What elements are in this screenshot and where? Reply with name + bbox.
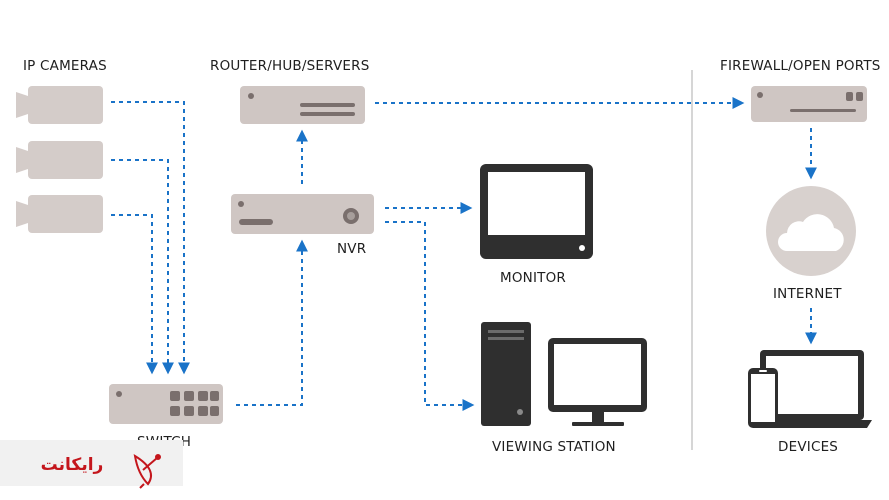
phone-icon — [748, 368, 778, 428]
monitor-device — [480, 164, 593, 259]
router-device — [240, 86, 365, 124]
ip-camera-2 — [16, 141, 103, 179]
label-ip-cameras: IP CAMERAS — [23, 58, 107, 74]
label-viewing-station: VIEWING STATION — [492, 439, 616, 455]
viewing-station-monitor — [548, 338, 647, 426]
label-devices: DEVICES — [778, 439, 838, 455]
label-firewall: FIREWALL/OPEN PORTS — [720, 58, 881, 74]
label-monitor: MONITOR — [500, 270, 566, 286]
satellite-dish-icon — [133, 454, 161, 489]
ip-camera-3 — [16, 195, 103, 233]
label-nvr: NVR — [337, 241, 366, 257]
connector-camera1-switch — [111, 101, 190, 375]
viewing-station-tower — [481, 322, 531, 426]
internet-icon — [766, 186, 856, 276]
connector-camera2-switch — [111, 159, 174, 375]
label-internet: INTERNET — [773, 286, 842, 302]
connectors — [111, 97, 817, 411]
connector-switch-nvr — [236, 239, 308, 406]
laptop-icon — [752, 350, 872, 428]
label-router: ROUTER/HUB/SERVERS — [210, 58, 370, 74]
watermark-text: رایکانت — [41, 455, 104, 475]
connector-nvr-viewing-station — [385, 221, 475, 411]
watermark-logo: رایکانت — [0, 440, 183, 489]
ip-camera-1 — [16, 86, 103, 124]
switch-device — [109, 384, 223, 424]
connector-camera3-switch — [111, 214, 158, 375]
firewall-device — [751, 86, 867, 122]
nvr-device — [231, 194, 374, 234]
